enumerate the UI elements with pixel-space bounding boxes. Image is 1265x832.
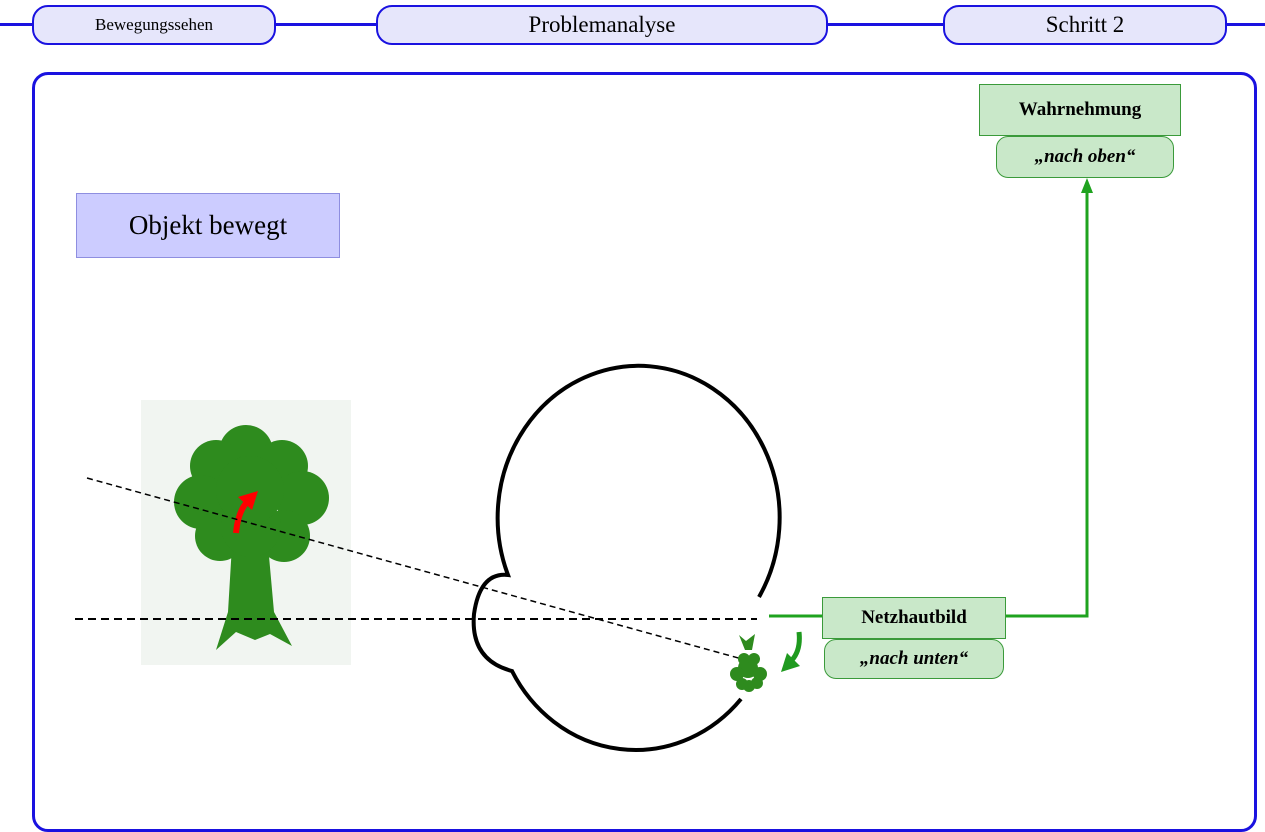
tree-object-icon	[174, 425, 329, 650]
retina-image-direction: „nach unten“	[824, 639, 1004, 679]
image-motion-arrow-icon	[781, 631, 802, 672]
sight-line	[86, 477, 743, 660]
signal-path-arrow	[769, 192, 1089, 618]
retina-tree-icon	[730, 634, 767, 692]
eye-outline-icon	[471, 363, 782, 752]
tab-topic[interactable]: Bewegungssehen	[32, 5, 276, 45]
tab-step[interactable]: Schritt 2	[943, 5, 1227, 45]
object-motion-arrow-icon	[233, 491, 258, 534]
perception-title: Wahrnehmung	[979, 84, 1181, 136]
tab-section[interactable]: Problemanalyse	[376, 5, 828, 45]
signal-arrowhead-icon	[1081, 178, 1093, 193]
retina-image-title: Netzhautbild	[822, 597, 1006, 639]
diagram-canvas	[75, 178, 1093, 752]
perception-direction: „nach oben“	[996, 136, 1174, 178]
condition-label: Objekt bewegt	[76, 193, 340, 258]
tab-section-label: Problemanalyse	[528, 12, 676, 37]
tab-topic-label: Bewegungssehen	[94, 15, 214, 34]
tab-step-label: Schritt 2	[1045, 12, 1125, 37]
